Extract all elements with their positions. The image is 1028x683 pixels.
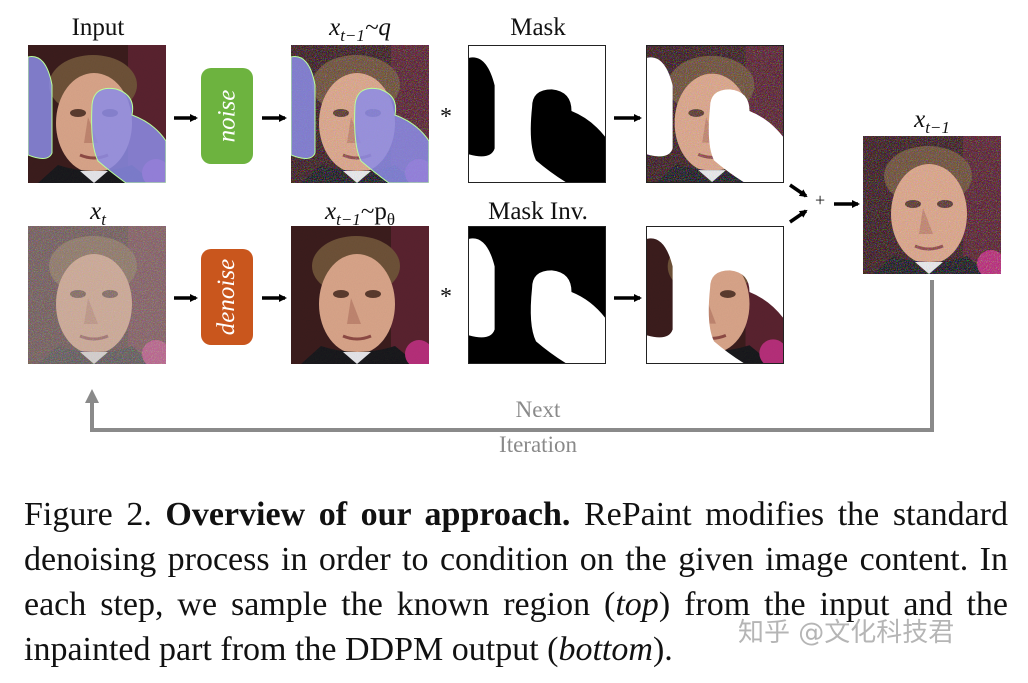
output-image	[863, 136, 1001, 274]
figure-caption: Figure 2. Overview of our approach. RePa…	[24, 492, 1008, 672]
label-x-prev-p: xt−1~pθ	[325, 198, 395, 229]
caption-prefix: Figure 2.	[24, 496, 152, 533]
caption-text3: ).	[652, 631, 673, 668]
inpainted-region-image	[646, 226, 784, 364]
mask-image	[468, 45, 606, 183]
label-x-t: xt	[90, 198, 106, 229]
noise-op: noise	[201, 68, 253, 164]
label-x-prev-q: xt−1~q	[329, 14, 391, 45]
xt-noisy-image	[28, 226, 166, 364]
x-prev-p-image	[291, 226, 429, 364]
label-x-out: xt−1	[914, 106, 950, 137]
label-mask: Mask	[510, 14, 566, 41]
caption-text2: ) from the input and the inpainted part …	[24, 586, 1008, 668]
known-region-image	[646, 45, 784, 183]
watermark: 知乎 @文化科技君	[738, 618, 955, 648]
x-prev-q-image	[291, 45, 429, 183]
denoise-op: denoise	[201, 249, 253, 345]
loop-label-iteration: Iteration	[499, 432, 577, 457]
multiply-sign-top: *	[440, 104, 452, 130]
label-input: Input	[71, 14, 125, 41]
caption-bottom: bottom	[558, 631, 653, 668]
multiply-sign-bottom: *	[440, 284, 452, 310]
caption-top: top	[615, 586, 659, 623]
caption-bold: Overview of our approach.	[165, 496, 571, 533]
label-mask-inv: Mask Inv.	[488, 198, 588, 225]
input-image	[28, 45, 166, 183]
loop-label-next: Next	[515, 397, 561, 422]
caption-text1: RePaint modifies the standard denoising …	[24, 496, 1009, 623]
mask-inv-image	[468, 226, 606, 364]
plus-sign: +	[815, 190, 826, 210]
